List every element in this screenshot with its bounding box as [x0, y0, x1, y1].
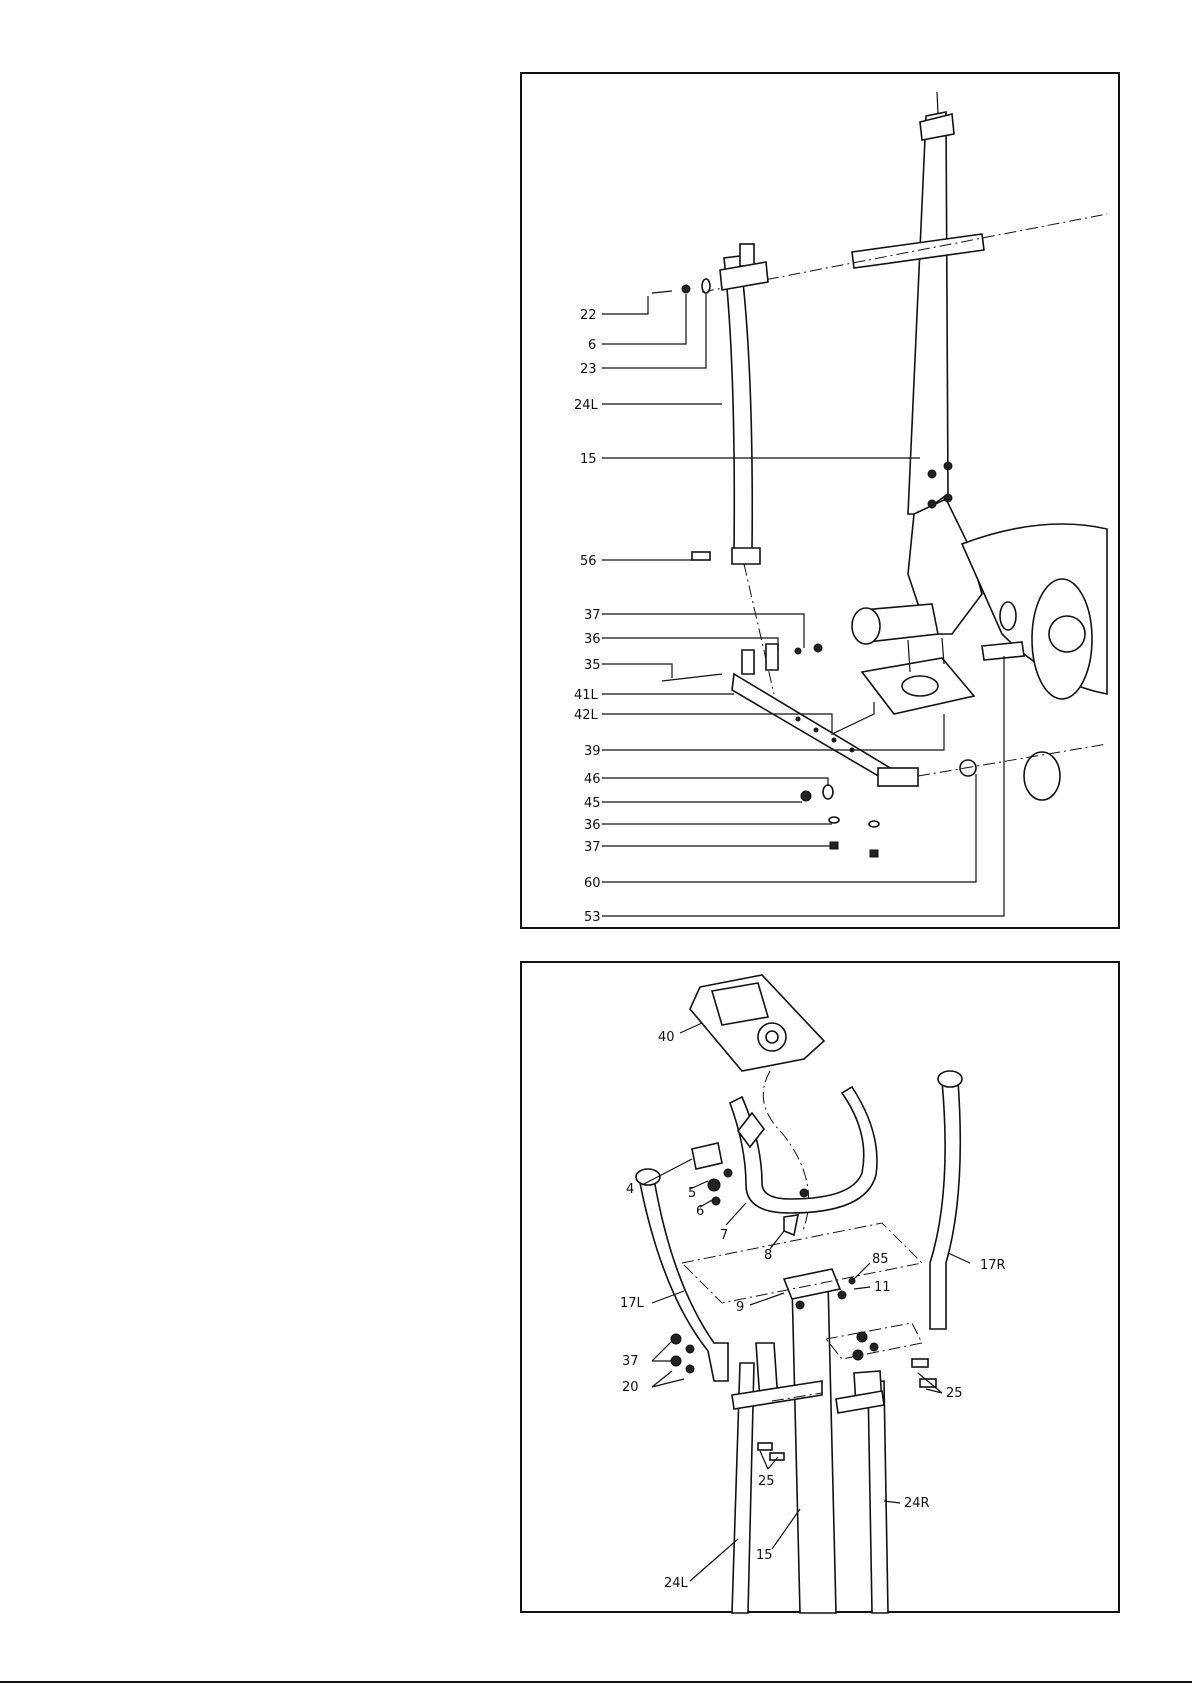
callout-39: 39 — [584, 744, 601, 759]
foot-pedal-39 — [862, 638, 974, 714]
callout-6: 6 — [696, 1204, 704, 1219]
callout-25-right: 25 — [946, 1386, 963, 1401]
cable-8 — [784, 1215, 798, 1235]
callout-46: 46 — [584, 772, 601, 787]
bolt-22-assembly — [652, 279, 710, 293]
callout-41L: 41L — [574, 688, 599, 703]
upright-handle-17R — [930, 1071, 962, 1329]
callout-11: 11 — [874, 1280, 891, 1295]
callout-37: 37 — [584, 608, 601, 623]
callout-6: 6 — [588, 338, 596, 353]
callout-35: 35 — [584, 658, 601, 673]
callout-37: 37 — [622, 1354, 639, 1369]
page-bottom-rule — [0, 1681, 1192, 1683]
callout-60: 60 — [584, 876, 601, 891]
lower-handle-24R — [826, 1323, 922, 1613]
flywheel-housing — [962, 524, 1107, 699]
callout-17L: 17L — [620, 1296, 645, 1311]
top-callout-labels: 22 6 23 24L 15 56 37 36 35 41L 42L 39 46… — [574, 308, 601, 925]
callout-22: 22 — [580, 308, 597, 323]
callout-24L: 24L — [574, 398, 599, 413]
callout-20: 20 — [622, 1380, 639, 1395]
bottom-diagram-svg: 40 4 5 6 7 8 85 11 9 17R 17L 37 20 25 25… — [522, 963, 1122, 1615]
callout-23: 23 — [580, 362, 597, 377]
callout-85: 85 — [872, 1252, 889, 1267]
callout-37-lower: 37 — [584, 840, 601, 855]
callout-5: 5 — [688, 1186, 696, 1201]
callout-53: 53 — [584, 910, 601, 925]
top-diagram-svg: 22 6 23 24L 15 56 37 36 35 41L 42L 39 46… — [522, 74, 1122, 931]
callout-24R: 24R — [904, 1496, 930, 1511]
bracket-4-hardware — [692, 1143, 732, 1205]
callout-9: 9 — [736, 1300, 744, 1315]
callout-15: 15 — [756, 1548, 773, 1563]
callout-7: 7 — [720, 1228, 728, 1243]
bottom-assembly-diagram: 40 4 5 6 7 8 85 11 9 17R 17L 37 20 25 25… — [520, 961, 1120, 1613]
lower-handle-24L — [720, 244, 774, 694]
callout-36-lower: 36 — [584, 818, 601, 833]
callout-36: 36 — [584, 632, 601, 647]
callout-17R: 17R — [980, 1258, 1006, 1273]
callout-56: 56 — [580, 554, 597, 569]
callout-4: 4 — [626, 1182, 634, 1197]
pedal-arm-41L — [662, 644, 918, 786]
callout-42L: 42L — [574, 708, 599, 723]
callout-8: 8 — [764, 1248, 772, 1263]
callout-40: 40 — [658, 1030, 675, 1045]
handlebar-7 — [730, 1087, 877, 1213]
top-assembly-diagram: 22 6 23 24L 15 56 37 36 35 41L 42L 39 46… — [520, 72, 1120, 929]
pin-56 — [692, 552, 710, 560]
callout-25-left: 25 — [758, 1474, 775, 1489]
callout-45: 45 — [584, 796, 601, 811]
callout-15: 15 — [580, 452, 597, 467]
callout-24L: 24L — [664, 1576, 689, 1591]
